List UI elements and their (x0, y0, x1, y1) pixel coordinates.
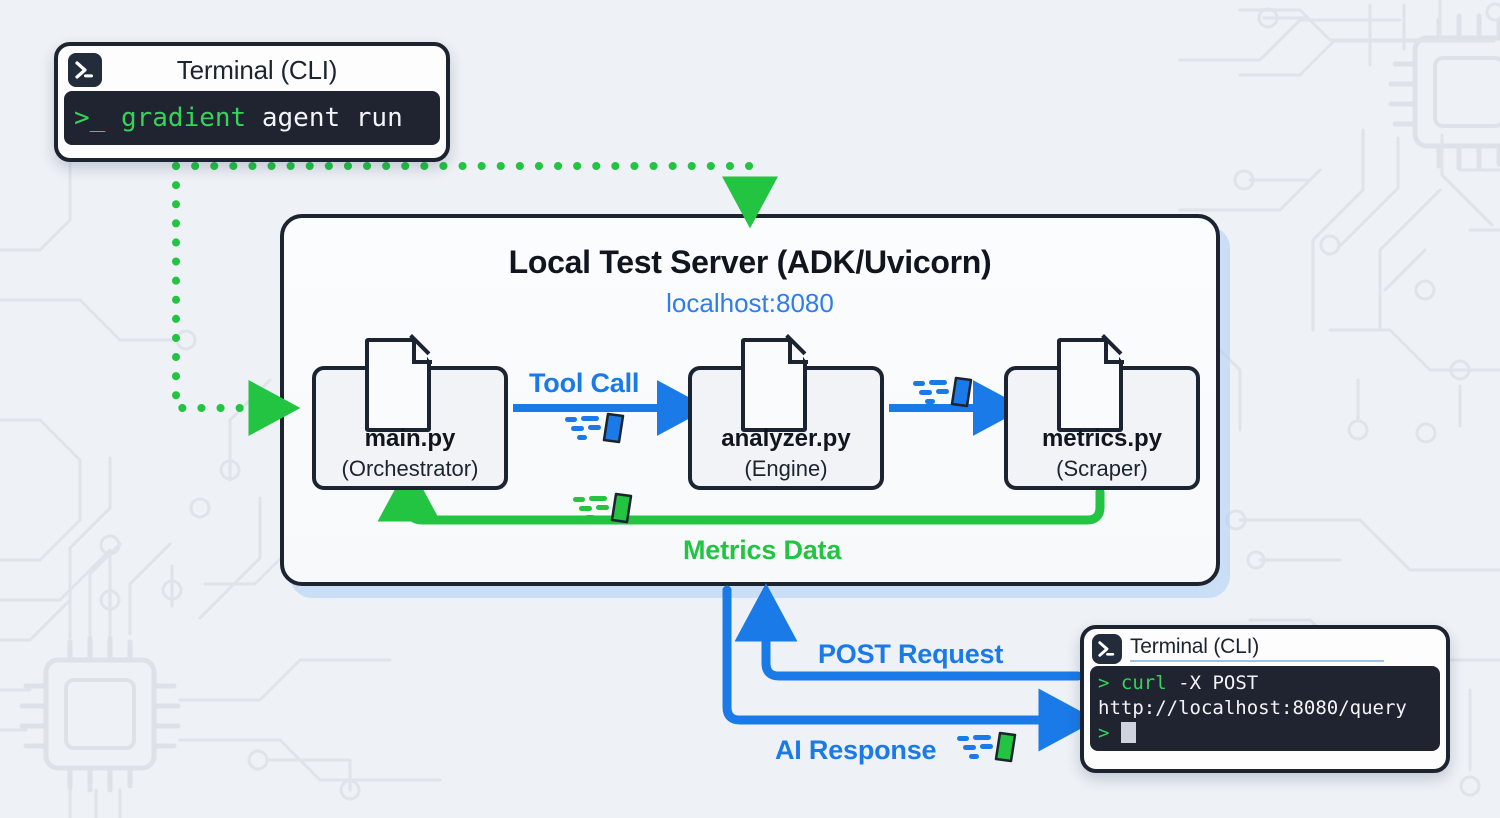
python-file-icon (1057, 338, 1123, 432)
data-packet-green-icon (957, 731, 1017, 763)
terminal-line-2: http://localhost:8080/query (1098, 697, 1407, 719)
terminal-prompt-icon (1092, 634, 1122, 664)
terminal-title: Terminal (CLI) (1130, 636, 1384, 662)
terminal-command-keyword: curl (1120, 672, 1167, 694)
terminal-console[interactable]: > curl -X POST http://localhost:8080/que… (1090, 666, 1440, 751)
node-filename: main.py (364, 425, 456, 452)
terminal-prompt: >_ (74, 103, 106, 133)
node-metrics-py[interactable]: metrics.py (Scraper) (1004, 338, 1200, 490)
terminal-header: Terminal (CLI) (1084, 629, 1446, 666)
node-filename: metrics.py (1041, 425, 1163, 452)
flow-label-metrics-data: Metrics Data (683, 535, 842, 565)
terminal-console[interactable]: >_ gradient agent run (64, 91, 440, 145)
terminal-line-3: > (1098, 721, 1432, 746)
server-subtitle: localhost:8080 (666, 288, 834, 318)
page-fold-icon (788, 338, 808, 364)
page-fold-icon (412, 338, 432, 364)
terminal-title: Terminal (CLI) (176, 55, 338, 85)
terminal-command-args: agent run (261, 103, 403, 133)
node-main-py[interactable]: main.py (Orchestrator) (312, 338, 508, 490)
data-packet-blue-icon (913, 376, 973, 408)
page-fold-icon (1104, 338, 1124, 364)
terminal-line-1: > curl -X POST (1098, 671, 1432, 696)
terminal-prompt: > (1098, 722, 1110, 744)
terminal-header: Terminal (CLI) (58, 46, 446, 91)
node-role: (Scraper) (1056, 456, 1148, 481)
node-labels: metrics.py (Scraper) (1004, 424, 1200, 484)
flow-label-post-request: POST Request (818, 639, 1004, 669)
server-title: Local Test Server (ADK/Uvicorn) (508, 244, 992, 280)
node-analyzer-py[interactable]: analyzer.py (Engine) (688, 338, 884, 490)
terminal-prompt-icon (68, 53, 102, 87)
flow-label-ai-response: AI Response (775, 735, 937, 765)
flow-label-tool-call: Tool Call (529, 368, 640, 398)
terminal-prompt: > (1098, 672, 1110, 694)
terminal-cli-bottom-right[interactable]: Terminal (CLI) > curl -X POST http://loc… (1080, 625, 1450, 773)
terminal-command-keyword: gradient (120, 103, 247, 133)
terminal-cursor (1120, 722, 1136, 743)
node-role: (Orchestrator) (341, 456, 479, 481)
terminal-command-args: -X POST (1178, 672, 1259, 694)
node-role: (Engine) (744, 456, 828, 481)
terminal-cli-top-left[interactable]: Terminal (CLI) >_ gradient agent run (54, 42, 450, 162)
python-file-icon (741, 338, 807, 432)
node-filename: analyzer.py (721, 425, 851, 452)
node-labels: main.py (Orchestrator) (312, 424, 508, 484)
data-packet-blue-icon (565, 412, 625, 444)
data-packet-green-icon (573, 492, 633, 524)
node-labels: analyzer.py (Engine) (688, 424, 884, 484)
